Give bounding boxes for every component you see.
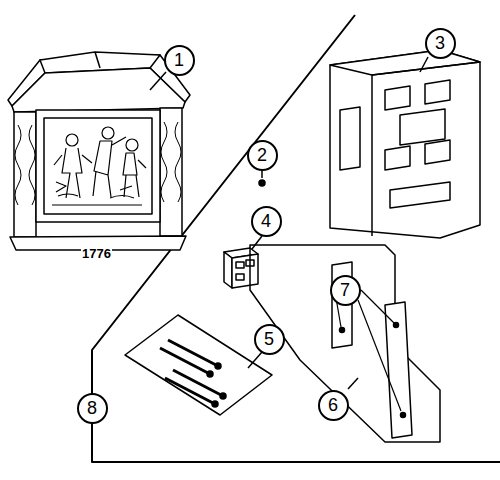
callout-circle: 3 xyxy=(425,28,456,59)
callout-circle: 1 xyxy=(164,45,195,76)
callout-number: 6 xyxy=(328,396,338,414)
callout-circle: 4 xyxy=(251,206,282,237)
callout-circle: 5 xyxy=(254,324,285,355)
movement-box xyxy=(224,248,258,288)
mounting-strip xyxy=(385,302,412,438)
callout-number: 4 xyxy=(261,212,271,230)
leader-line xyxy=(348,378,358,389)
model-number: 1776 xyxy=(81,246,112,261)
small-ball xyxy=(259,180,265,186)
cabinet xyxy=(8,52,190,250)
callout-number: 3 xyxy=(435,34,445,52)
callout-circle: 6 xyxy=(318,390,349,421)
foam-insert xyxy=(330,50,480,238)
spring-packet xyxy=(125,315,272,415)
callout-number: 1 xyxy=(174,51,184,69)
group-outline xyxy=(250,245,440,442)
callout-number: 7 xyxy=(340,281,350,299)
leader-line xyxy=(252,236,262,249)
callout-number: 5 xyxy=(264,330,274,348)
leader-line xyxy=(150,72,166,90)
callout-circle: 8 xyxy=(77,393,108,424)
leader-line xyxy=(420,57,428,72)
leader-line xyxy=(261,170,263,178)
callout-circle: 7 xyxy=(330,275,361,306)
callout-number: 8 xyxy=(87,399,97,417)
leader-line xyxy=(248,352,262,368)
callout-circle: 2 xyxy=(247,140,278,171)
callout-number: 2 xyxy=(257,146,267,164)
